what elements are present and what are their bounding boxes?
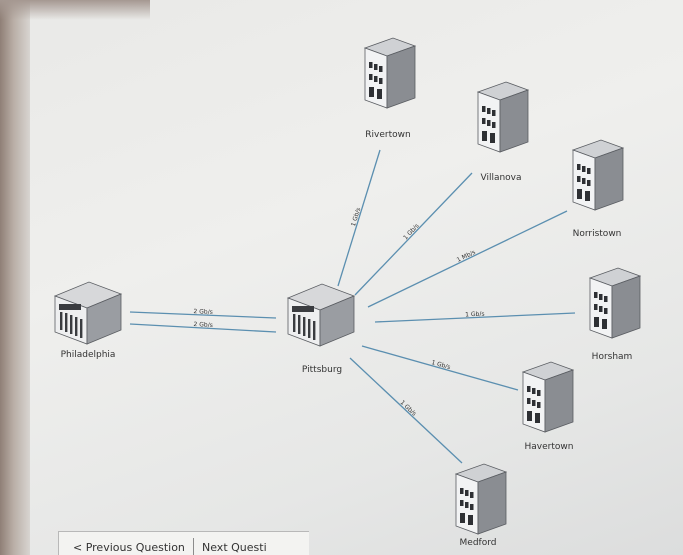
link-pittsburg-norristown bbox=[367, 210, 568, 308]
link-pittsburg-havertown bbox=[361, 345, 519, 391]
node-label-villanova: Villanova bbox=[480, 173, 521, 183]
building-icon bbox=[477, 81, 529, 153]
node-rivertown: Rivertown bbox=[364, 37, 416, 140]
link-pittsburg-villanova bbox=[354, 172, 473, 296]
node-philadelphia: Philadelphia bbox=[54, 281, 122, 360]
link-label-norristown: 1 Mb/s bbox=[456, 249, 477, 264]
node-havertown: Havertown bbox=[522, 361, 574, 452]
node-label-horsham: Horsham bbox=[592, 352, 633, 362]
node-pittsburg: Pittsburg bbox=[287, 283, 355, 375]
link-label-havertown: 1 Gb/s bbox=[431, 359, 452, 371]
node-label-rivertown: Rivertown bbox=[365, 130, 410, 140]
node-norristown: Norristown bbox=[572, 139, 624, 239]
building-icon bbox=[364, 37, 416, 109]
monitor-bezel bbox=[0, 0, 30, 555]
next-question-button[interactable]: Next Questi bbox=[202, 541, 267, 554]
node-horsham: Horsham bbox=[589, 267, 641, 362]
building-icon bbox=[589, 267, 641, 339]
node-villanova: Villanova bbox=[477, 81, 529, 183]
question-nav: < Previous Question Next Questi bbox=[58, 531, 309, 555]
link-label-pittsburg: 2 Gb/s bbox=[193, 321, 213, 329]
node-label-havertown: Havertown bbox=[525, 442, 574, 452]
link-philadelphia-pittsburg bbox=[129, 323, 277, 333]
node-label-pittsburg: Pittsburg bbox=[302, 365, 342, 375]
link-label-medford: 1 Gb/s bbox=[399, 399, 418, 417]
node-label-philadelphia: Philadelphia bbox=[61, 350, 116, 360]
building-icon bbox=[455, 463, 507, 535]
node-medford: Medford bbox=[455, 463, 507, 548]
link-philadelphia-pittsburg bbox=[129, 311, 277, 319]
link-pittsburg-medford bbox=[349, 357, 463, 464]
previous-question-button[interactable]: < Previous Question bbox=[73, 541, 185, 554]
building-icon bbox=[572, 139, 624, 211]
node-label-norristown: Norristown bbox=[573, 229, 622, 239]
datacenter-icon bbox=[54, 281, 122, 345]
node-label-medford: Medford bbox=[460, 538, 497, 548]
link-pittsburg-rivertown bbox=[337, 149, 381, 287]
nav-divider bbox=[193, 538, 194, 555]
link-label-rivertown: 1 Gb/s bbox=[350, 207, 362, 228]
link-label-pittsburg: 2 Gb/s bbox=[193, 308, 213, 316]
link-label-horsham: 1 Gb/s bbox=[465, 311, 485, 319]
building-icon bbox=[522, 361, 574, 433]
datacenter-icon bbox=[287, 283, 355, 347]
link-pittsburg-horsham bbox=[374, 312, 576, 323]
monitor-bezel-top bbox=[0, 0, 150, 20]
link-label-villanova: 1 Gb/s bbox=[402, 223, 420, 242]
